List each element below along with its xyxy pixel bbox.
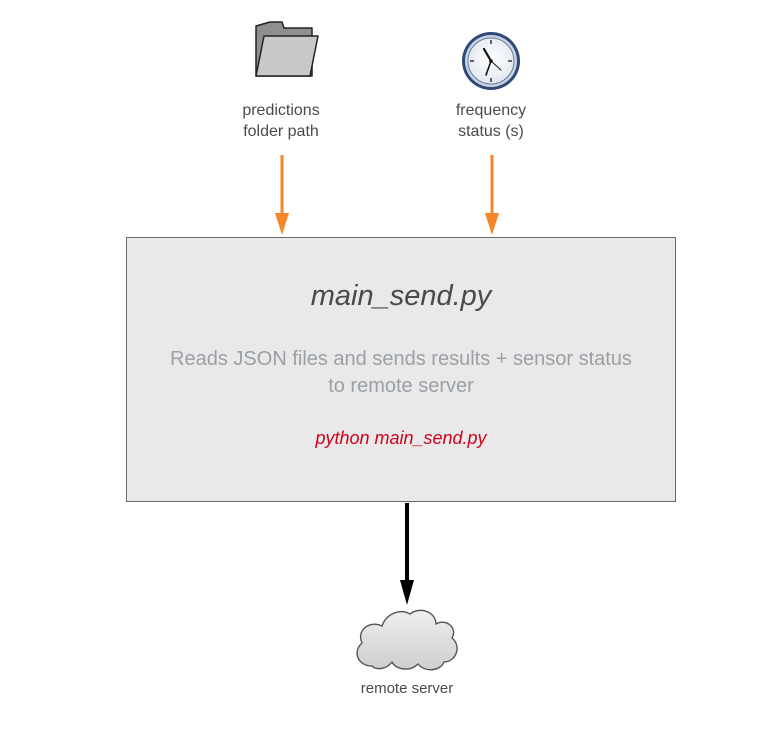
predictions-label-line2: folder path [243, 123, 319, 140]
predictions-label-line1: predictions [242, 102, 320, 119]
arrow-process-to-remote [400, 503, 414, 605]
arrow-predictions-to-process [275, 155, 289, 235]
predictions-folder-path-label: predictions folder path [201, 100, 361, 142]
frequency-label-line1: frequency [455, 102, 527, 119]
process-description-line1: Reads JSON files and sends results + sen… [170, 348, 632, 370]
remote-server-label: remote server [360, 680, 454, 697]
frequency-label-line2: status (s) [458, 123, 524, 140]
main-send-process-box: main_send.py Reads JSON files and sends … [126, 237, 676, 502]
frequency-status-label: frequency status (s) [411, 100, 571, 142]
process-description: Reads JSON files and sends results + sen… [147, 346, 655, 400]
process-description-line2: to remote server [328, 375, 474, 397]
run-command: python main_send.py [315, 428, 487, 448]
folder-icon [255, 21, 319, 77]
cloud-icon [356, 609, 458, 671]
arrow-frequency-to-process [485, 155, 499, 235]
script-name: main_send.py [310, 280, 492, 312]
clock-icon [462, 32, 520, 90]
